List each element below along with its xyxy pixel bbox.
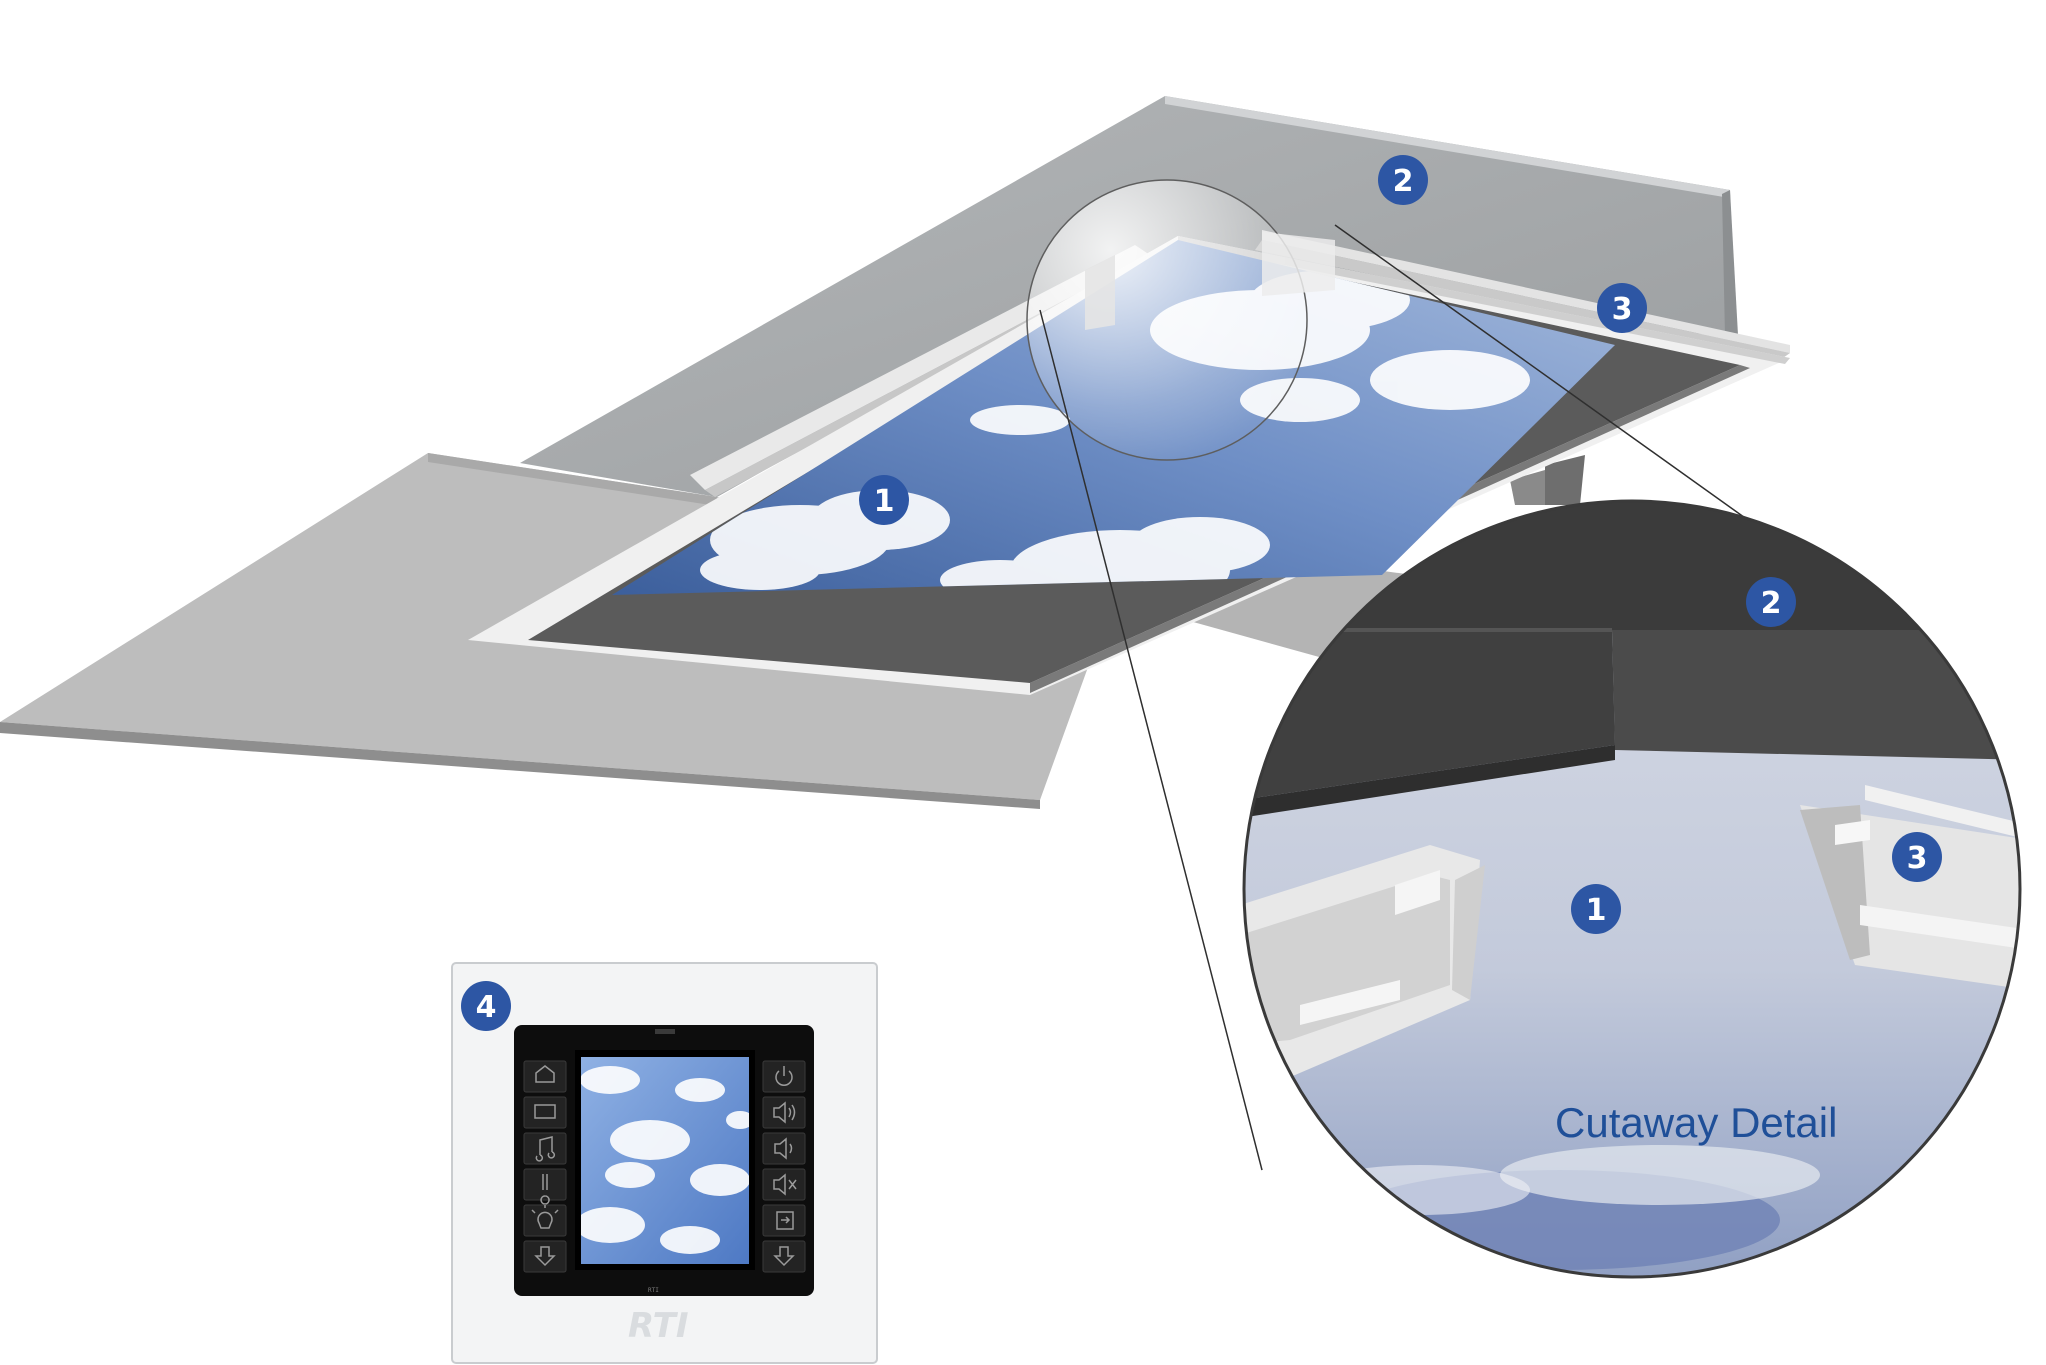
cutaway-detail: Cutaway Detail <box>1242 499 2022 1279</box>
keypad-screen-clouds <box>581 1066 749 1254</box>
mute-icon <box>773 1173 797 1196</box>
keypad-right-buttons <box>762 1060 806 1273</box>
mute-button[interactable] <box>762 1168 806 1201</box>
ceiling-housing <box>520 96 1738 505</box>
svg-text:4: 4 <box>476 990 497 1025</box>
volume-down-icon <box>774 1137 793 1160</box>
svg-text:1: 1 <box>1586 893 1607 928</box>
cutaway-detail-label: Cutaway Detail <box>1555 1099 1837 1146</box>
down-button-right[interactable] <box>762 1240 806 1273</box>
svg-text:1: 1 <box>874 484 895 519</box>
callout-1-skylight-panel: 1 <box>859 475 909 525</box>
cutaway-callout-2: 2 <box>1746 577 1796 627</box>
magnifier-lens <box>1026 179 1335 461</box>
lights-button[interactable] <box>523 1204 567 1237</box>
volume-up-button[interactable] <box>762 1096 806 1129</box>
wall-control-keypad: RTI RTI <box>451 962 878 1364</box>
power-icon <box>775 1066 793 1086</box>
light-icon <box>531 1205 559 1229</box>
cutaway-callout-1: 1 <box>1571 884 1621 934</box>
music-button[interactable] <box>523 1132 567 1165</box>
svg-text:2: 2 <box>1393 164 1414 199</box>
thermometer-icon <box>540 1174 550 1205</box>
callout-3-mounting-rail: 3 <box>1597 283 1647 333</box>
svg-text:3: 3 <box>1907 841 1928 876</box>
home-button[interactable] <box>523 1060 567 1093</box>
rti-logo: RTI <box>628 1306 689 1346</box>
callout-2-ceiling-housing: 2 <box>1378 155 1428 205</box>
tv-button[interactable] <box>523 1096 567 1129</box>
tv-icon <box>534 1104 556 1119</box>
keypad-left-buttons <box>523 1060 567 1273</box>
home-icon <box>535 1065 555 1083</box>
input-button[interactable] <box>762 1204 806 1237</box>
callout-4-wall-control: 4 <box>461 981 511 1031</box>
power-button[interactable] <box>762 1060 806 1093</box>
input-icon <box>776 1211 794 1230</box>
cutaway-callout-3: 3 <box>1892 832 1942 882</box>
svg-text:2: 2 <box>1761 586 1782 621</box>
zoom-lines <box>1039 224 1756 1171</box>
down-button-left[interactable] <box>523 1240 567 1273</box>
arrow-down-icon <box>773 1246 795 1267</box>
arrow-down-icon <box>534 1246 556 1267</box>
climate-button[interactable] <box>523 1168 567 1205</box>
volume-up-icon <box>773 1101 796 1124</box>
svg-text:RTI: RTI <box>648 1287 659 1294</box>
volume-down-button[interactable] <box>762 1132 806 1165</box>
music-icon <box>535 1136 556 1162</box>
svg-text:3: 3 <box>1612 292 1633 327</box>
